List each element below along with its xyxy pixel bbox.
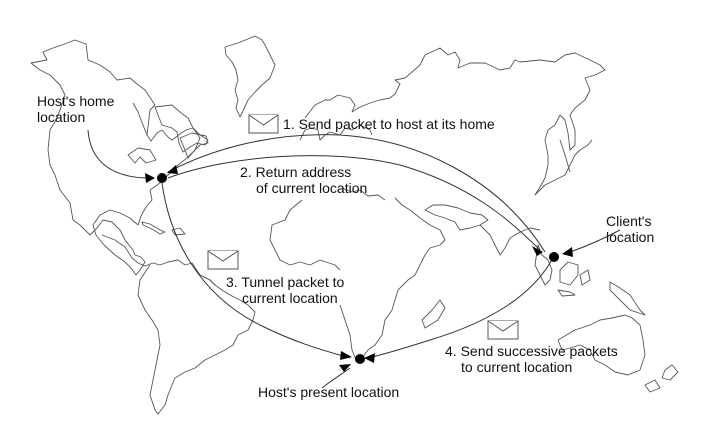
coastline-south-america: [137, 264, 256, 415]
coastline-east-asia: [534, 139, 593, 286]
label-present-location: Host's present location: [258, 384, 399, 400]
label-client-line-1: Client's: [606, 213, 652, 229]
step-4-line-2: to current location: [461, 359, 573, 375]
arrowhead-step-2: [532, 246, 543, 256]
step-2-line-2: of current location: [256, 180, 368, 196]
coastline-mediterranean: [299, 124, 386, 201]
step-3-line-1: 3. Tunnel packet to: [226, 274, 345, 290]
arrowhead-client-pointer: [562, 247, 573, 257]
label-home-line-2: location: [37, 109, 86, 125]
step-2-line-1: 2. Return address: [240, 164, 352, 180]
coastline-australia: [557, 314, 646, 376]
coastline-hudson-bay: [127, 102, 157, 164]
label-step-2: 2. Return address of current location: [240, 164, 367, 196]
label-home-location: Host's home location: [37, 93, 114, 125]
arrowhead-step-4: [364, 353, 375, 363]
route-step-4: [367, 257, 554, 359]
label-client-line-2: location: [606, 229, 655, 245]
coastline-europe: [304, 47, 606, 196]
arrowhead-home-pointer: [145, 173, 155, 183]
step-4-line-1: 4. Send successive packets: [445, 343, 618, 359]
pointer-client: [569, 229, 621, 253]
label-step-3: 3. Tunnel packet to current location: [226, 274, 344, 306]
node-present: [355, 354, 365, 364]
coastline-middle-east: [424, 204, 489, 231]
arrowheads: [145, 165, 573, 372]
envelope-icon: [487, 320, 519, 340]
coastline-new-zealand: [644, 364, 679, 393]
coastline-southeast-asia-islands: [557, 261, 646, 316]
arrowhead-present-pointer: [339, 364, 351, 372]
label-present-text: Host's present location: [258, 384, 400, 400]
coastline-madagascar: [421, 299, 446, 329]
pointer-present: [321, 367, 351, 389]
step-3-line-2: current location: [242, 290, 338, 306]
node-home: [157, 173, 167, 183]
nodes: [157, 173, 559, 364]
label-step-1: 1. Send packet to host at its home: [283, 116, 495, 132]
route-step-2: [167, 155, 541, 251]
coastline-greenland: [224, 35, 276, 118]
label-client-location: Client's location: [606, 213, 654, 245]
routes: [87, 129, 621, 389]
step-1-line-1: 1. Send packet to host at its home: [283, 116, 495, 132]
envelope-icon: [207, 250, 239, 270]
route-step-1: [167, 134, 546, 253]
node-client: [549, 252, 559, 262]
arrowhead-step-1: [167, 165, 178, 174]
envelope-icon: [248, 114, 279, 134]
coastline-india: [479, 224, 541, 256]
world-map: [30, 35, 679, 415]
route-step-3: [161, 182, 351, 359]
coastline-north-america: [30, 39, 201, 276]
pointer-home: [87, 129, 151, 179]
label-home-line-1: Host's home: [37, 93, 115, 109]
coastline-central-america: [101, 234, 216, 286]
coastline-caribbean: [141, 221, 186, 236]
arrowhead-step-3: [340, 351, 352, 360]
label-step-4: 4. Send successive packets to current lo…: [445, 343, 618, 375]
coastline-arctic-islands: [154, 104, 209, 159]
